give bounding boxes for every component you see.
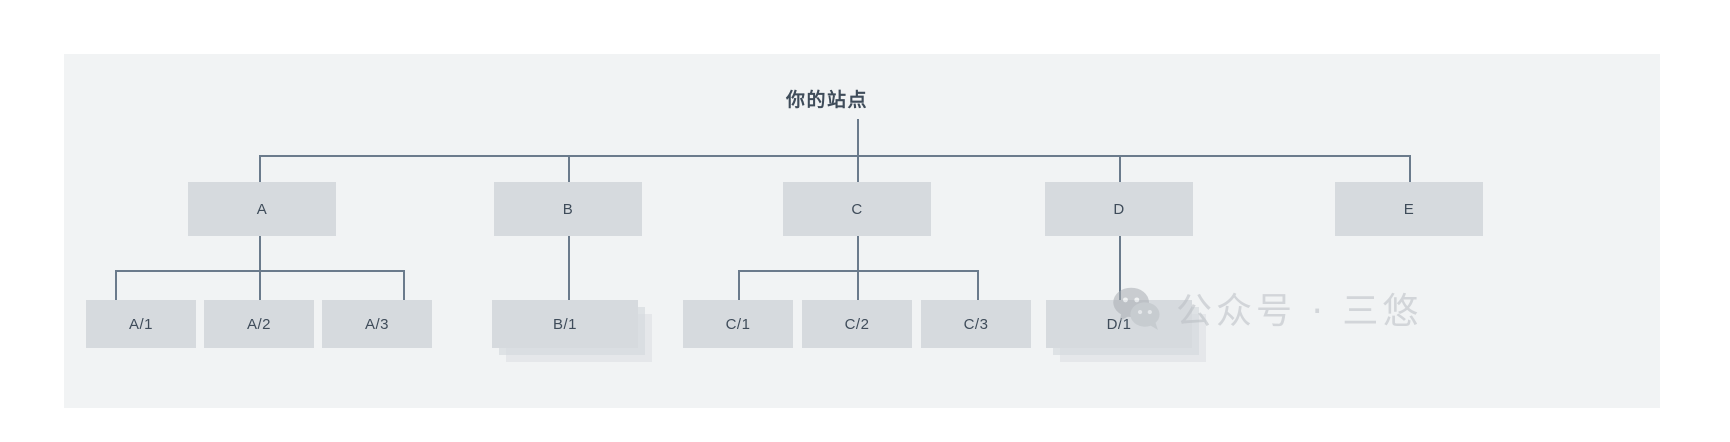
connector-c-stem — [857, 236, 859, 271]
node-c[interactable]: C — [783, 182, 931, 236]
node-b-1-stack[interactable]: B/1 — [492, 300, 652, 362]
node-a-3-label: A/3 — [364, 315, 389, 333]
node-a-3[interactable]: A/3 — [322, 300, 432, 348]
connector-root-stem — [857, 119, 859, 156]
connector-drop-b — [568, 155, 570, 182]
node-d[interactable]: D — [1045, 182, 1193, 236]
sitemap-canvas: 你的站点 A B C D E A/1 A/2 A/3 — [64, 54, 1660, 408]
connector-b-stem — [568, 236, 570, 300]
node-c-label: C — [851, 200, 863, 218]
connector-a-drop-1 — [115, 270, 117, 300]
node-c-3[interactable]: C/3 — [921, 300, 1031, 348]
node-a-2[interactable]: A/2 — [204, 300, 314, 348]
connector-a-stem — [259, 236, 261, 271]
node-a[interactable]: A — [188, 182, 336, 236]
node-b-1[interactable]: B/1 — [492, 300, 638, 348]
node-d-1-stack[interactable]: D/1 — [1046, 300, 1206, 362]
connector-drop-e — [1409, 155, 1411, 182]
root-node-label: 你的站点 — [786, 90, 869, 111]
node-a-label: A — [256, 200, 268, 218]
connector-drop-c — [857, 155, 859, 182]
connector-c-drop-3 — [977, 270, 979, 300]
node-c-3-label: C/3 — [963, 315, 989, 333]
node-a-1[interactable]: A/1 — [86, 300, 196, 348]
node-e[interactable]: E — [1335, 182, 1483, 236]
node-b-1-label: B/1 — [552, 315, 577, 333]
connector-a-drop-3 — [403, 270, 405, 300]
connector-c-drop-1 — [738, 270, 740, 300]
connector-c-drop-2 — [857, 270, 859, 300]
node-b-label: B — [562, 200, 574, 218]
node-d-1-label: D/1 — [1106, 315, 1132, 333]
node-c-2[interactable]: C/2 — [802, 300, 912, 348]
node-d-label: D — [1113, 200, 1125, 218]
connector-root-bus — [259, 155, 1409, 157]
node-e-label: E — [1403, 200, 1415, 218]
connector-a-drop-2 — [259, 270, 261, 300]
connector-drop-d — [1119, 155, 1121, 182]
connector-drop-a — [259, 155, 261, 182]
node-c-1-label: C/1 — [725, 315, 751, 333]
node-d-1[interactable]: D/1 — [1046, 300, 1192, 348]
node-b[interactable]: B — [494, 182, 642, 236]
node-a-1-label: A/1 — [128, 315, 153, 333]
node-c-1[interactable]: C/1 — [683, 300, 793, 348]
node-a-2-label: A/2 — [246, 315, 271, 333]
node-c-2-label: C/2 — [844, 315, 870, 333]
connector-d-stem — [1119, 236, 1121, 300]
